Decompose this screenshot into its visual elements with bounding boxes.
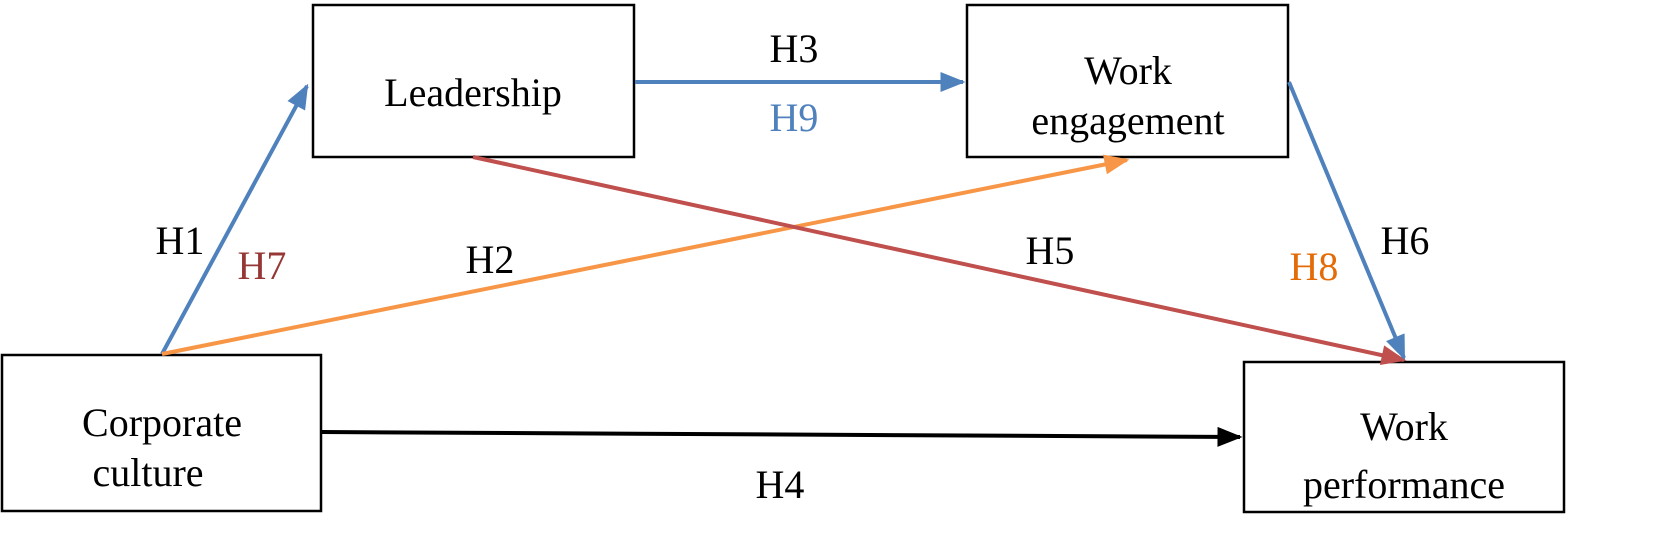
edge-engagement-to-performance	[1287, 81, 1406, 361]
node-work-performance-label-line1: Work	[1360, 404, 1448, 449]
node-work-engagement: Work engagement	[965, 3, 1290, 159]
label-h4: H4	[756, 462, 805, 507]
node-corporate-culture-label-line2: culture	[92, 450, 203, 495]
node-work-engagement-box	[965, 3, 1290, 159]
node-work-performance-label-line2: performance	[1303, 462, 1505, 507]
label-h8: H8	[1290, 244, 1339, 289]
label-h7: H7	[238, 243, 287, 288]
edge-leadership-to-performance	[472, 155, 1407, 365]
label-h1: H1	[156, 218, 205, 263]
node-corporate-culture-box	[0, 353, 323, 513]
node-corporate-culture-label-line1: Corporate	[82, 400, 242, 445]
edge-culture-to-engagement	[161, 154, 1130, 356]
node-leadership: Leadership	[311, 3, 636, 159]
label-h6: H6	[1381, 218, 1430, 263]
label-h2: H2	[466, 237, 515, 282]
node-work-performance-box	[1242, 360, 1566, 514]
node-leadership-box	[311, 3, 636, 159]
node-work-performance: Work performance	[1242, 360, 1566, 514]
label-h3: H3	[770, 26, 819, 71]
node-work-engagement-label-line2: engagement	[1031, 98, 1224, 143]
node-corporate-culture: Corporate culture	[0, 353, 323, 513]
edge-culture-to-leadership	[160, 83, 309, 355]
label-h5: H5	[1026, 228, 1075, 273]
label-h9: H9	[770, 95, 819, 140]
node-leadership-label: Leadership	[384, 70, 562, 115]
node-work-engagement-label-line1: Work	[1084, 48, 1172, 93]
edge-culture-to-performance	[321, 426, 1243, 447]
